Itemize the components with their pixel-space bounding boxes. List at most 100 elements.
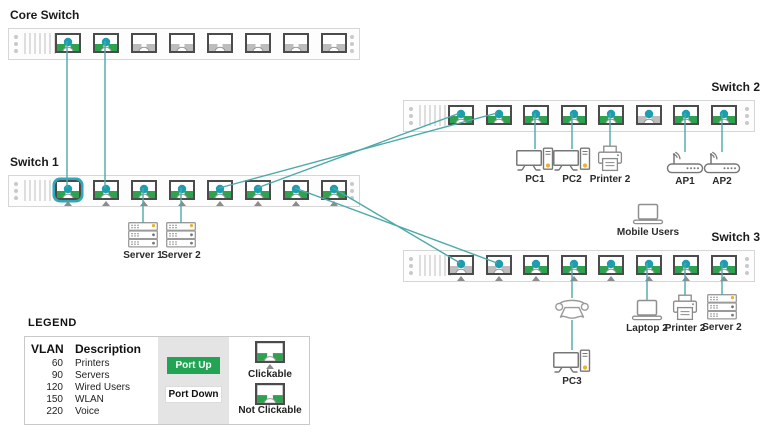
core-switch-port-6 bbox=[245, 33, 271, 53]
screw-dot bbox=[745, 257, 749, 261]
vlan-id: 60 bbox=[51, 358, 63, 369]
port-stand-icon bbox=[216, 201, 224, 206]
screw-dot bbox=[14, 182, 18, 186]
vlan-description: WLAN bbox=[75, 394, 104, 405]
vlan-table-header: VLAN Description bbox=[31, 342, 157, 356]
core-switch-port-5 bbox=[207, 33, 233, 53]
pc-icon bbox=[546, 147, 598, 172]
vlan-column-header: VLAN bbox=[31, 342, 64, 356]
switch-1-port-8[interactable] bbox=[321, 180, 347, 206]
screw-dot bbox=[745, 264, 749, 268]
screw-dot bbox=[409, 114, 413, 118]
switch-3-port-4[interactable] bbox=[560, 255, 587, 281]
pc1-label: PC1 bbox=[525, 174, 545, 185]
legend-clickable-item: Clickable bbox=[229, 341, 311, 380]
clickable-label: Clickable bbox=[248, 369, 292, 380]
laptop-icon bbox=[612, 203, 684, 225]
screw-dot bbox=[350, 182, 354, 186]
switch-1-port-4[interactable] bbox=[169, 180, 195, 206]
vlan-id: 120 bbox=[46, 382, 63, 393]
core-switch-port-3 bbox=[131, 33, 157, 53]
switch-1-port-5[interactable] bbox=[207, 180, 233, 206]
switch-2-port-8 bbox=[710, 105, 737, 125]
switch-3-port-8[interactable] bbox=[710, 255, 737, 281]
screw-dot bbox=[745, 114, 749, 118]
port-stand-icon bbox=[330, 201, 338, 206]
switch-3-port-3[interactable] bbox=[523, 255, 549, 281]
ip-phone bbox=[546, 297, 598, 321]
switch-1-port-7[interactable] bbox=[283, 180, 309, 206]
port-stand-icon bbox=[178, 201, 186, 206]
mobile-users-label: Mobile Users bbox=[616, 227, 680, 238]
port-stand-icon bbox=[682, 276, 690, 281]
vlan-description: Voice bbox=[75, 406, 100, 417]
pc2-label: PC2 bbox=[562, 174, 582, 185]
vlan-id: 90 bbox=[51, 370, 63, 381]
screw-dot bbox=[350, 189, 354, 193]
screw-dots-left bbox=[14, 182, 18, 200]
vent-slots bbox=[24, 180, 57, 201]
switch-label-switch-3: Switch 3 bbox=[711, 230, 760, 244]
core-switch-port-4 bbox=[169, 33, 195, 53]
screw-dot bbox=[409, 107, 413, 111]
switch-2-port-2 bbox=[485, 105, 512, 125]
switch-3-port-6[interactable] bbox=[635, 255, 662, 281]
printer-icon bbox=[584, 145, 636, 172]
vlan-id: 150 bbox=[46, 394, 63, 405]
ap2-label: AP2 bbox=[712, 176, 732, 187]
vlan-table-row: 220 Voice bbox=[31, 406, 157, 418]
server-2-label: Server 2 bbox=[161, 250, 201, 261]
switch-3-port-1[interactable] bbox=[448, 255, 474, 281]
printer-2-sw3-label: Printer 2 bbox=[664, 323, 706, 334]
printer-2-sw2: Printer 2 bbox=[584, 145, 636, 185]
laptop-2-label: Laptop 2 bbox=[626, 323, 668, 334]
screw-dot bbox=[14, 49, 18, 53]
server-1: Server 1 bbox=[117, 222, 169, 261]
switch-3-port-7[interactable] bbox=[673, 255, 699, 281]
server-icon bbox=[696, 294, 748, 320]
switch-1-port-1[interactable] bbox=[55, 180, 81, 206]
switch-3-port-2[interactable] bbox=[485, 255, 512, 281]
switch-2-port-6 bbox=[635, 105, 662, 125]
screw-dots-right bbox=[350, 35, 354, 53]
server-2: Server 2 bbox=[155, 222, 207, 261]
ap1-label: AP1 bbox=[675, 176, 695, 187]
core-switch-port-7 bbox=[283, 33, 309, 53]
server-icon bbox=[117, 222, 169, 248]
port-stand-icon bbox=[494, 276, 503, 281]
switch-1-port-6[interactable] bbox=[245, 180, 271, 206]
screw-dot bbox=[745, 121, 749, 125]
switch-2 bbox=[403, 100, 755, 132]
ap1: AP1 bbox=[659, 151, 711, 187]
screw-dot bbox=[350, 42, 354, 46]
port-stand-icon bbox=[532, 276, 540, 281]
screw-dot bbox=[14, 42, 18, 46]
switch-1-port-2[interactable] bbox=[93, 180, 119, 206]
server-icon bbox=[155, 222, 207, 248]
not-clickable-port-icon bbox=[229, 383, 311, 405]
legend-port-status-panel: Port Up Port Down bbox=[158, 337, 229, 424]
switch-label-core-switch: Core Switch bbox=[10, 8, 80, 22]
vlan-id: 220 bbox=[46, 406, 63, 417]
port-stand-icon bbox=[254, 201, 262, 206]
server-1-label: Server 1 bbox=[123, 250, 163, 261]
vent-slots bbox=[24, 33, 57, 54]
switch-1-port-3[interactable] bbox=[131, 180, 157, 206]
screw-dot bbox=[14, 189, 18, 193]
vlan-table-row: 150 WLAN bbox=[31, 394, 157, 406]
laptop-2: Laptop 2 bbox=[621, 299, 673, 334]
switch-3-port-5[interactable] bbox=[598, 255, 624, 281]
port-stand-icon bbox=[569, 276, 578, 281]
phone-icon bbox=[546, 297, 598, 321]
port-stand-icon bbox=[266, 364, 274, 369]
screw-dots-right bbox=[350, 182, 354, 200]
switch-2-port-1 bbox=[448, 105, 474, 125]
ap-icon bbox=[696, 151, 748, 174]
screw-dot bbox=[409, 257, 413, 261]
description-column-header: Description bbox=[75, 342, 142, 356]
core-switch-port-2 bbox=[93, 33, 119, 53]
screw-dot bbox=[350, 35, 354, 39]
screw-dot bbox=[350, 196, 354, 200]
